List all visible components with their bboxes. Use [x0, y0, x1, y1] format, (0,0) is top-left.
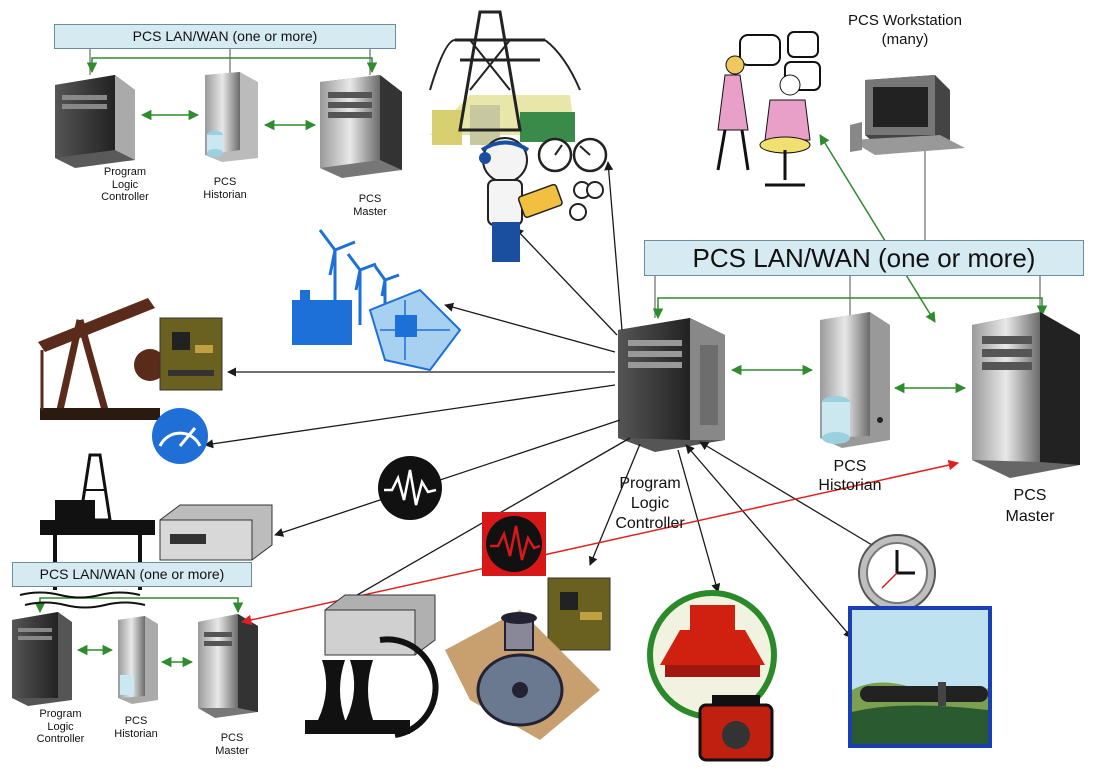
plc-label-main: Program Logic Controller: [615, 475, 685, 532]
power-transmission-icon: [429, 10, 581, 145]
generator-icon: [698, 695, 774, 762]
clock-icon: [858, 534, 936, 612]
historian-label-bottom-left: PCS Historian: [114, 715, 158, 740]
circuit-board-icon: [368, 288, 462, 372]
operators-icon: [716, 31, 821, 187]
circuit-board-icon: [547, 577, 611, 651]
historian-label-top-left: PCS Historian: [203, 176, 247, 201]
server-icon: [12, 612, 72, 706]
remote-terminal-unit-icon: [159, 504, 273, 561]
speedometer-icon: [152, 408, 208, 464]
lan-bar-top-left: PCS LAN/WAN (one or more): [54, 24, 396, 49]
server-icon: [55, 75, 135, 168]
bottom-left-network: [12, 597, 258, 718]
link-to-meter: [204, 384, 616, 449]
lan-green-link: [86, 57, 378, 74]
link-to-rtu: [274, 419, 621, 537]
historian-label-main: PCS Historian: [818, 458, 882, 495]
link-to-operator: [514, 227, 618, 336]
green-link-workstation: [819, 134, 936, 323]
workstation-label: PCS Workstation (many): [848, 12, 962, 48]
field-operator-icon: [479, 137, 563, 262]
top-left-network: [55, 49, 402, 178]
lan-green-link: [34, 597, 244, 614]
server-icon: [972, 312, 1080, 478]
dam-icon: [647, 590, 777, 720]
server-icon: [618, 318, 725, 452]
circuit-board-icon: [159, 317, 223, 391]
master-label-top-left: PCS Master: [353, 193, 387, 218]
server-icon: [320, 75, 402, 178]
remote-terminal-unit-icon: [324, 594, 436, 656]
server-icon: [820, 312, 890, 448]
lan-bar-main: PCS LAN/WAN (one or more): [644, 240, 1084, 276]
desktop-computer-icon: [850, 75, 965, 155]
nuclear-plant-icon: [305, 636, 439, 738]
pipeline-icon: [848, 606, 992, 748]
offshore-oil-rig-icon: [19, 453, 155, 609]
link-to-gauges: [604, 161, 623, 331]
wind-turbines-icon: [292, 229, 400, 345]
plc-label-bottom-left: Program Logic Controller: [36, 708, 85, 746]
server-icon: [198, 614, 258, 718]
waveform-icon: [378, 456, 442, 520]
main-network: [618, 134, 1080, 478]
valve-pipe-icon: [445, 610, 600, 740]
pressure-gauges-icon: [537, 137, 608, 221]
server-icon: [205, 72, 258, 162]
master-label-main: PCS Master: [1005, 487, 1055, 525]
plc-label-top-left: Program Logic Controller: [101, 166, 149, 204]
link-to-wind: [444, 302, 616, 353]
server-icon: [118, 616, 158, 704]
master-label-bottom-left: PCS Master: [215, 732, 249, 757]
alarm-waveform-icon: [482, 512, 546, 576]
oil-pump-jack-icon: [38, 298, 166, 420]
lan-bar-bottom-left: PCS LAN/WAN (one or more): [12, 562, 252, 587]
